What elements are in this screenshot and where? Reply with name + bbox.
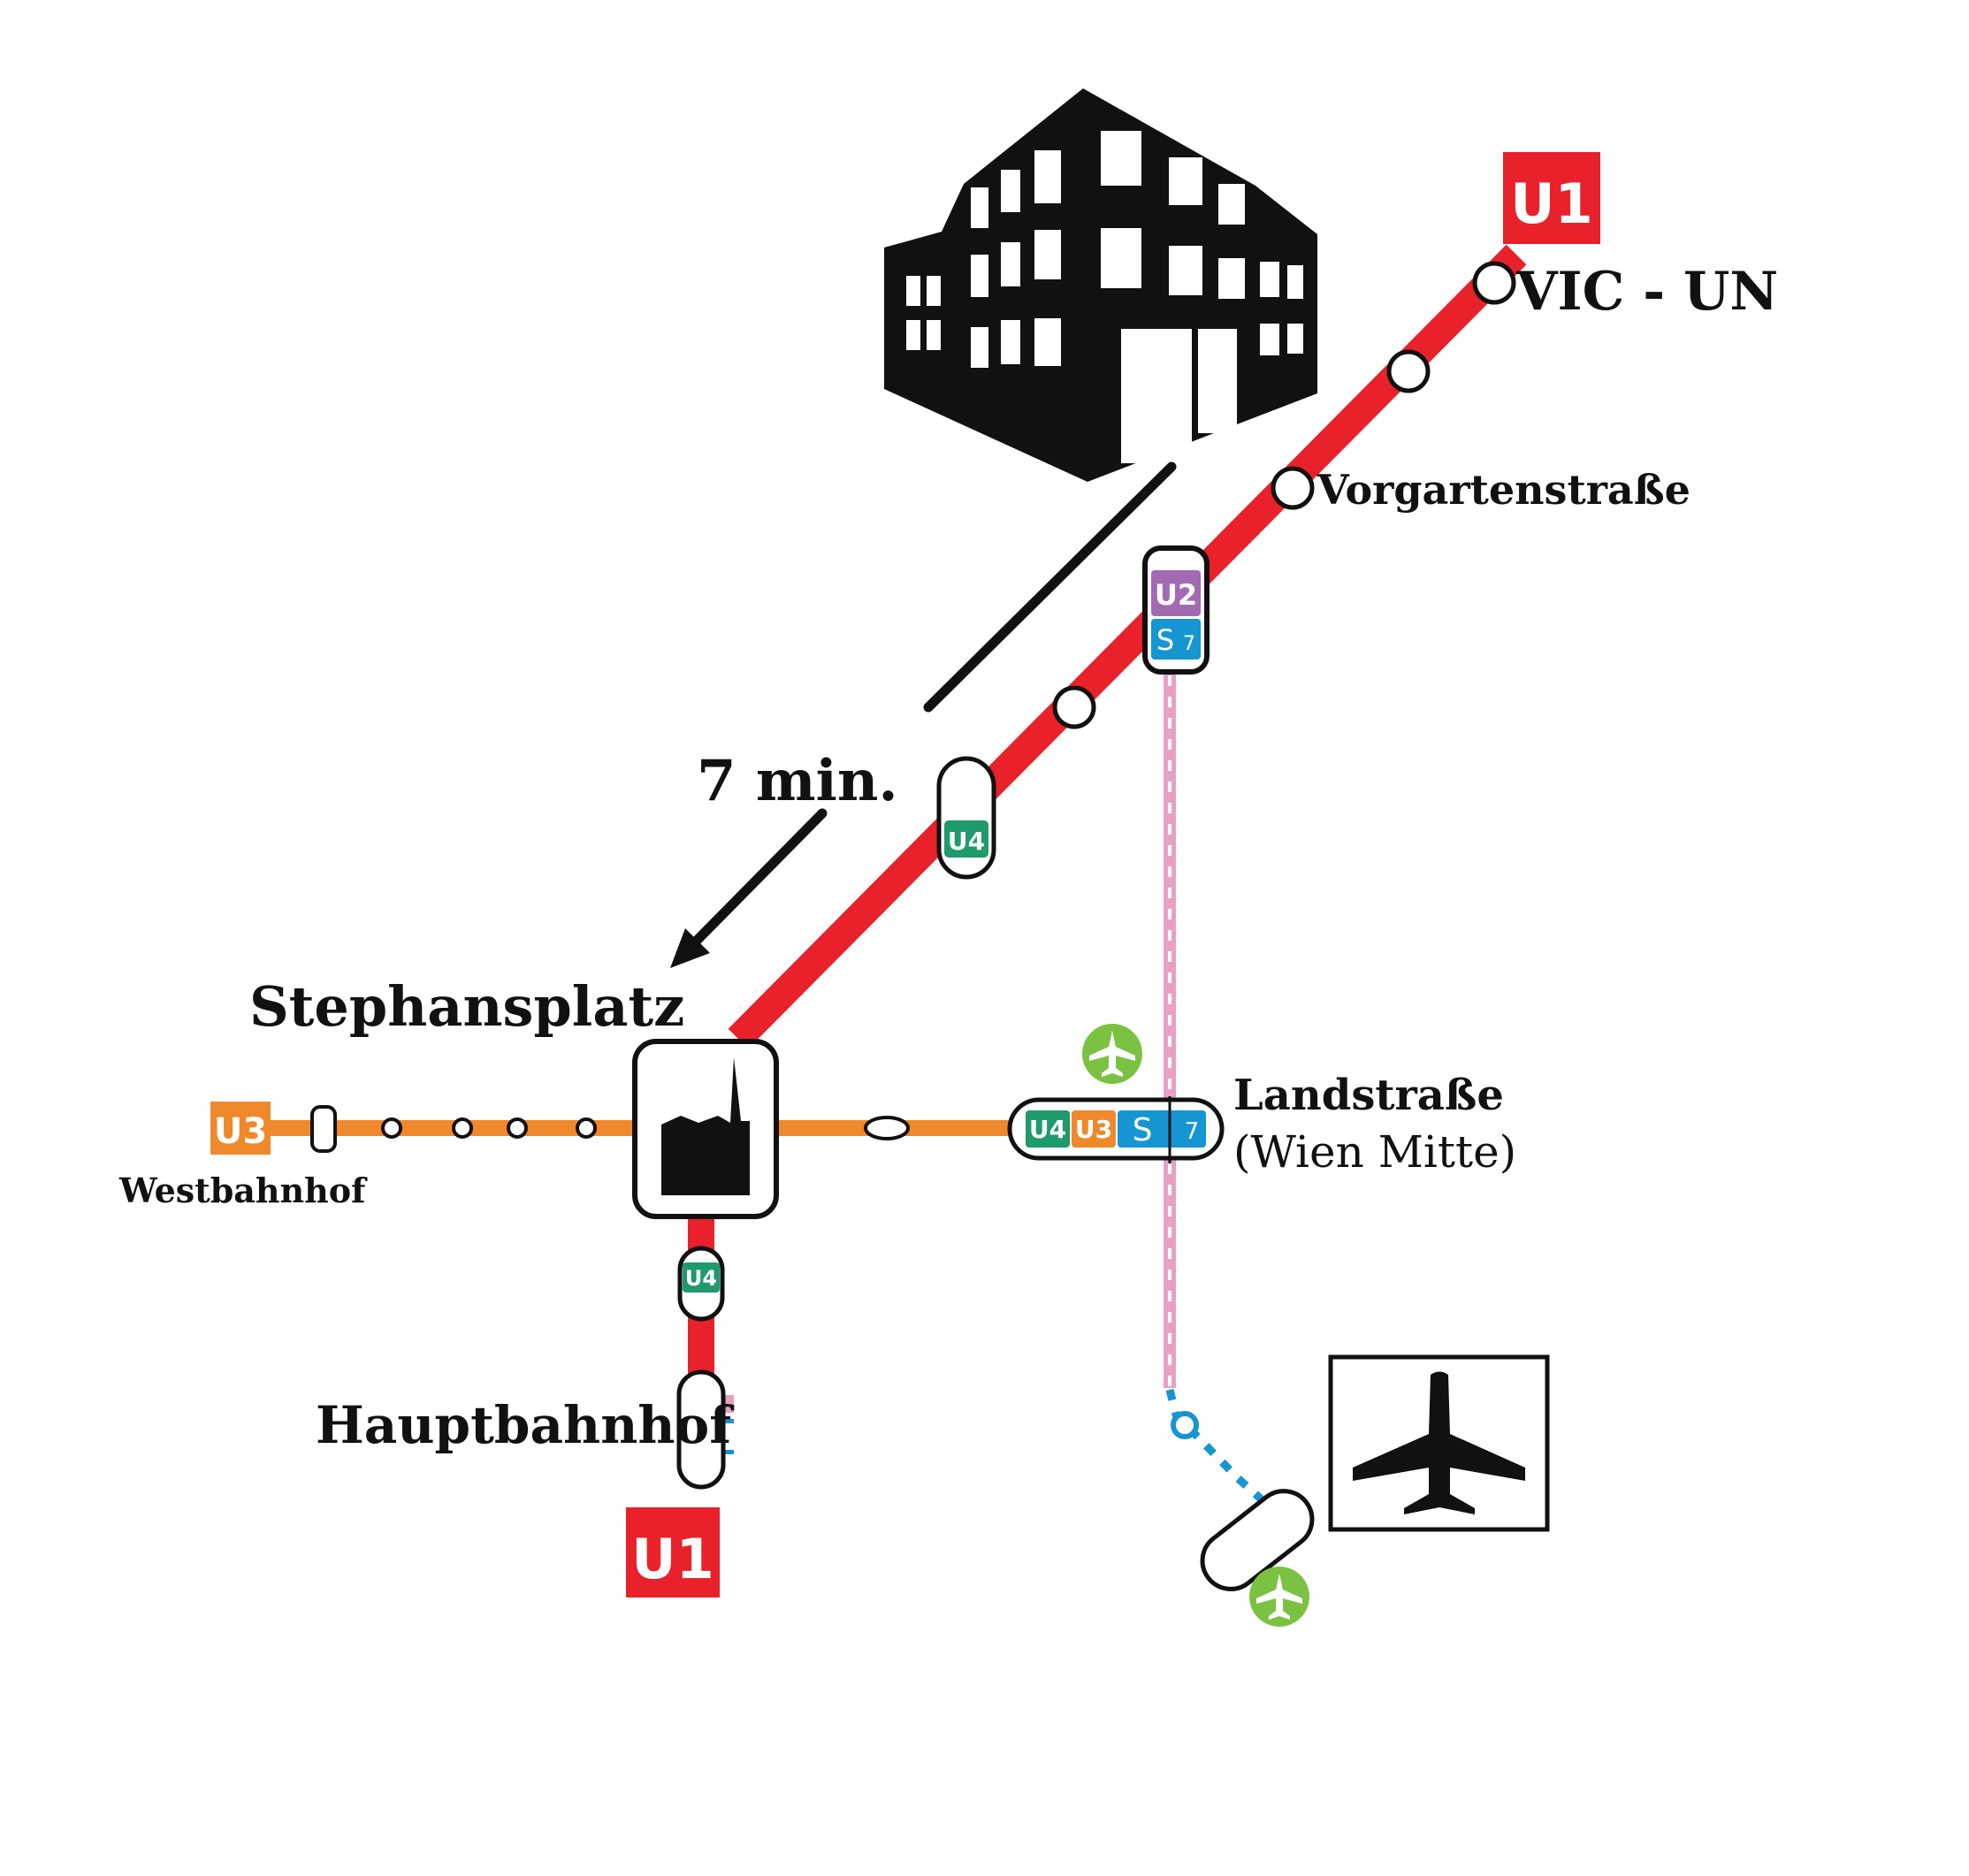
airport-badge-icon <box>1249 1567 1309 1627</box>
svg-text:7: 7 <box>1185 1118 1200 1145</box>
hauptbahnhof-interchange <box>676 1369 734 1490</box>
station-marker <box>507 1117 528 1139</box>
cathedral-icon <box>661 1057 750 1195</box>
station-label-stephansplatz: Stephansplatz <box>249 974 684 1039</box>
svg-text:U4: U4 <box>685 1266 717 1291</box>
station-label-westbahnhof: Westbahnhof <box>118 1171 368 1210</box>
s7-airport-line <box>1165 1388 1303 1537</box>
s-bahn-icon: S <box>1156 623 1174 657</box>
station-markers <box>310 261 1516 1153</box>
svg-text:U1: U1 <box>631 1527 714 1591</box>
stephansplatz-interchange <box>632 1039 779 1219</box>
station-marker <box>381 1117 402 1139</box>
svg-text:U4: U4 <box>948 827 985 856</box>
svg-text:7: 7 <box>1183 633 1195 655</box>
station-marker <box>310 1105 337 1153</box>
station-marker <box>452 1117 473 1139</box>
u1-badge-north: U1 <box>1503 152 1600 244</box>
svg-text:U1: U1 <box>1510 172 1592 236</box>
svg-text:U2: U2 <box>1155 578 1197 612</box>
station-label-vorgartenstrasse: Vorgartenstraße <box>1316 466 1690 514</box>
station-marker <box>1386 349 1431 393</box>
svg-text:U4: U4 <box>1029 1115 1066 1144</box>
station-marker <box>864 1116 910 1140</box>
station-marker <box>576 1117 597 1139</box>
u4-interchange-north: U4 <box>936 756 996 880</box>
s-bahn-icon: S <box>1133 1112 1153 1148</box>
walk-time-label: 7 min. <box>697 748 898 814</box>
station-marker <box>1052 685 1096 729</box>
u1-badge-south: U1 <box>626 1507 720 1598</box>
svg-text:U3: U3 <box>214 1111 267 1152</box>
airplane-icon <box>1328 1354 1550 1532</box>
airport-station <box>1200 1489 1315 1591</box>
station-label-wien-mitte: (Wien Mitte) <box>1233 1126 1516 1178</box>
office-building-icon <box>884 88 1317 482</box>
station-label-hauptbahnhof: Hauptbahnhof <box>316 1395 735 1455</box>
station-marker <box>1171 1411 1199 1439</box>
station-marker <box>1472 261 1516 305</box>
station-label-landstrasse: Landstraße <box>1233 1071 1504 1120</box>
station-label-vic-un: VIC - UN <box>1515 261 1778 323</box>
u4-interchange-south: U4 <box>677 1246 725 1322</box>
airport-badge-icon <box>1082 1024 1142 1084</box>
landstrasse-interchange: U4 U3 S 7 <box>1007 1096 1225 1163</box>
walking-route-arrow <box>670 461 1177 968</box>
u2-s7-interchange: U2 S 7 <box>1142 545 1210 675</box>
u3-badge-west: U3 <box>210 1102 271 1155</box>
svg-text:U3: U3 <box>1075 1115 1112 1144</box>
station-marker <box>1271 466 1315 510</box>
